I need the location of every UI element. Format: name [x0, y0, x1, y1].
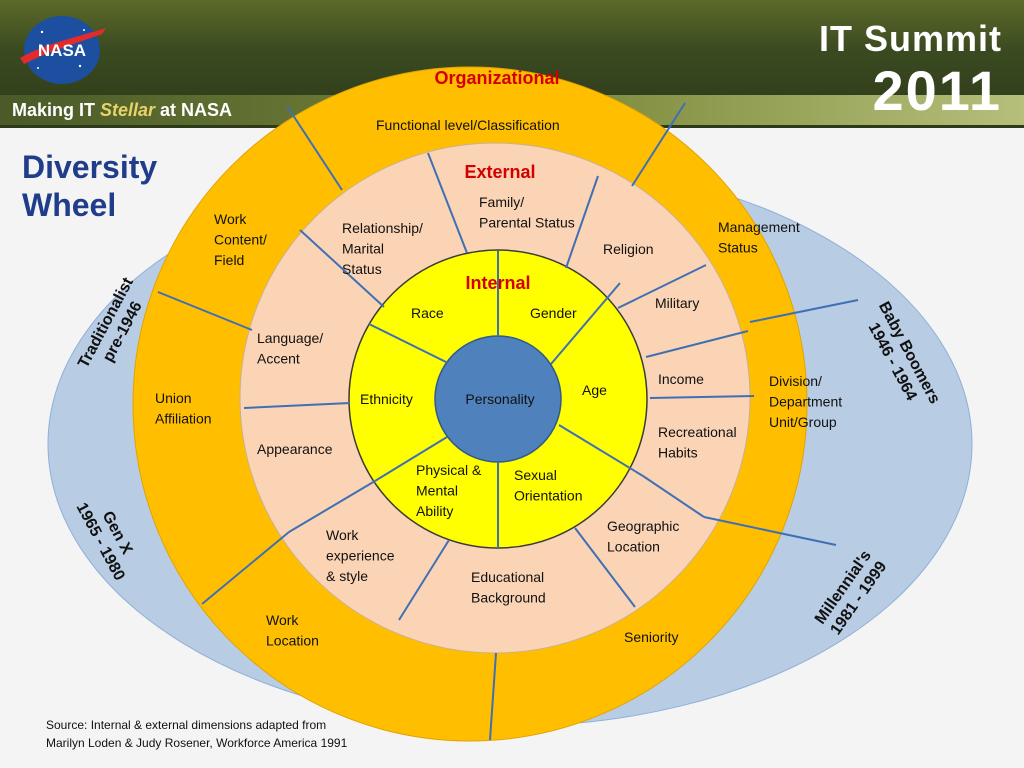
external-divider: [565, 175, 599, 269]
internal-divider: [374, 436, 448, 482]
personality-label: Personality: [465, 391, 534, 407]
internal-item-label: Ethnicity: [360, 391, 413, 407]
summit-title: IT Summit: [818, 18, 1002, 59]
external-labels: Family/Parental Status Relationship/Mari…: [257, 194, 737, 606]
internal-divider: [558, 424, 644, 477]
organizational-item-label: Seniority: [624, 629, 678, 645]
external-item-label: Appearance: [257, 441, 333, 457]
tagline-pre: Making IT: [12, 100, 101, 120]
organizational-divider: [703, 516, 837, 546]
tagline-post: at NASA: [155, 100, 233, 120]
external-divider: [649, 395, 755, 399]
nasa-logo: NASA: [20, 16, 106, 84]
internal-divider: [368, 323, 449, 364]
external-divider: [645, 330, 749, 358]
external-header: External: [464, 162, 535, 182]
organizational-divider: [157, 291, 253, 331]
summit-year: 2011: [872, 59, 1002, 122]
external-divider: [243, 402, 351, 409]
organizational-divider: [749, 299, 859, 323]
external-item-label: Income: [658, 371, 704, 387]
tagline: Making IT Stellar at NASA: [12, 100, 232, 121]
organizational-divider: [489, 652, 497, 741]
external-item-label: Family/Parental Status: [479, 194, 575, 231]
external-divider: [617, 264, 707, 309]
external-divider: [427, 152, 468, 254]
internal-item-label: Gender: [530, 305, 577, 321]
slide-title: Diversity Wheel: [22, 149, 158, 223]
organizational-header: Organizational: [434, 68, 559, 88]
internal-divider: [550, 282, 621, 365]
external-item-label: Religion: [603, 241, 654, 257]
organizational-item-label: Functional level/Classification: [376, 117, 560, 133]
internal-header: Internal: [465, 273, 530, 293]
nasa-logo-text: NASA: [38, 41, 86, 60]
external-divider: [288, 480, 376, 533]
internal-labels: Race Gender Age Ethnicity Physical &Ment…: [360, 305, 607, 519]
organizational-divider: [286, 105, 343, 191]
internal-item-label: Race: [411, 305, 444, 321]
external-divider: [299, 229, 385, 308]
source-citation: Source: Internal & external dimensions a…: [46, 718, 348, 750]
external-divider: [642, 475, 705, 518]
external-item-label: Military: [655, 295, 699, 311]
divider-lines: [157, 102, 859, 741]
organizational-divider: [631, 102, 686, 187]
internal-item-label: Age: [582, 382, 607, 398]
external-divider: [398, 539, 450, 621]
external-divider: [574, 527, 636, 608]
external-item-label: Language/Accent: [257, 330, 323, 367]
organizational-divider: [201, 531, 290, 605]
tagline-stellar: Stellar: [100, 100, 156, 120]
